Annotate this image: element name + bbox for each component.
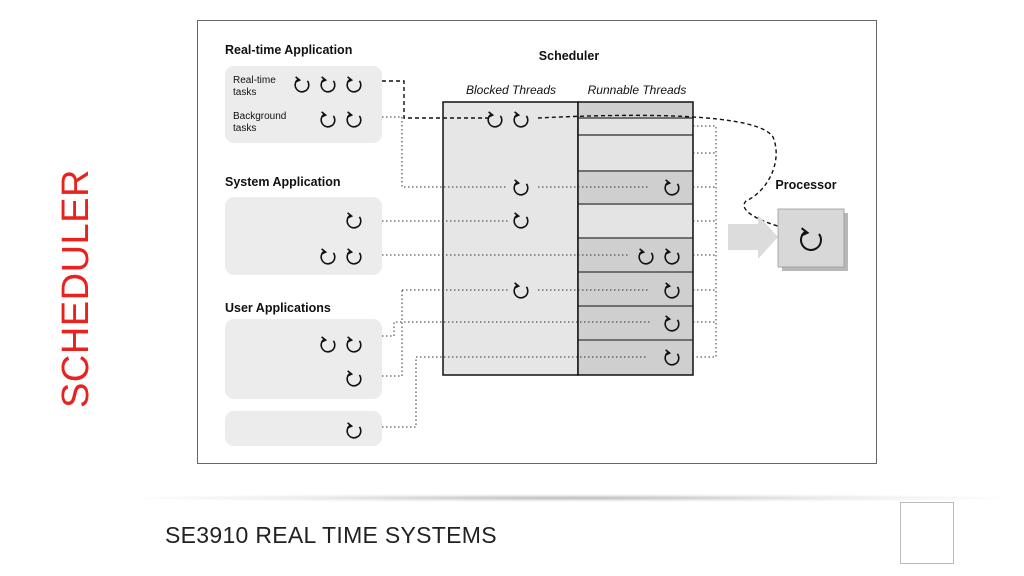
side-title: SCHEDULER	[46, 168, 106, 408]
side-title-text: SCHEDULER	[54, 168, 97, 408]
realtime-dashed-path	[382, 80, 488, 119]
diagram-canvas: Real-time Application Real-time tasks Ba…	[225, 43, 848, 446]
scheduler-diagram: Real-time Application Real-time tasks Ba…	[197, 20, 877, 464]
blocked-threads-column	[442, 101, 579, 376]
dispatch-arrow	[728, 215, 778, 259]
processor-label: Processor	[775, 178, 836, 192]
realtime-app-panel	[225, 66, 382, 143]
processor-box	[777, 208, 845, 268]
page-number-box	[900, 502, 954, 564]
realtime-tasks-label-1: Real-time	[233, 75, 276, 86]
user-apps-title: User Applications	[225, 301, 331, 315]
realtime-app-title: Real-time Application	[225, 43, 352, 57]
dotted-connectors	[382, 116, 717, 428]
system-app-title: System Application	[225, 175, 341, 189]
realtime-tasks-label-2: tasks	[233, 87, 256, 98]
runnable-threads-label: Runnable Threads	[588, 83, 687, 97]
runnable-slot-dividers	[578, 117, 693, 341]
runnable-slot-highlights	[579, 119, 692, 237]
background-tasks-label-2: tasks	[233, 123, 256, 134]
scheduler-title: Scheduler	[539, 49, 600, 63]
user-app-panel-2	[225, 411, 382, 446]
user-app-panel-1	[225, 319, 382, 399]
footer-divider	[140, 494, 1000, 502]
system-app-panel	[225, 197, 382, 275]
background-tasks-label-1: Background	[233, 111, 286, 122]
footer-title: SE3910 REAL TIME SYSTEMS	[165, 522, 497, 548]
blocked-threads-label: Blocked Threads	[466, 83, 556, 97]
